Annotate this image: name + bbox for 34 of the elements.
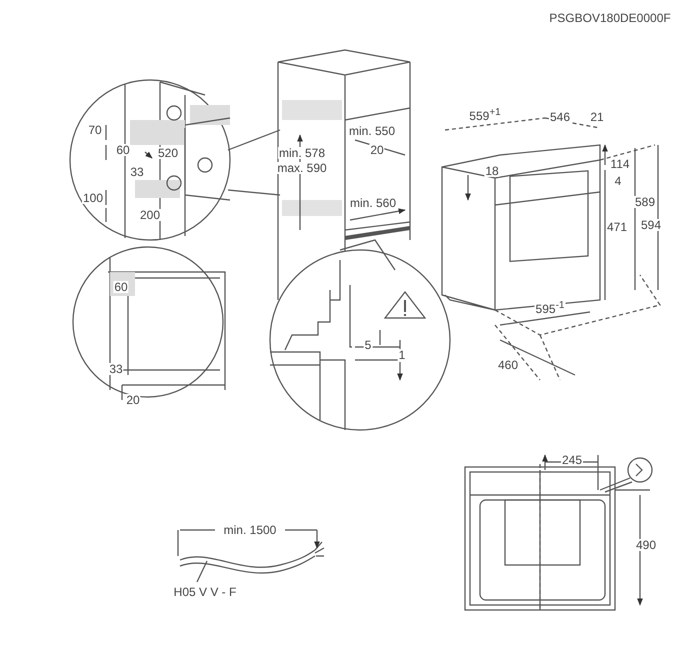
dimension-label: 60 [113,281,129,293]
document-code: PSGBOV180DE0000F [548,12,672,24]
dimension-label: 60 [115,144,131,156]
dimension-label: 100 [82,192,104,204]
dimension-label: 471 [606,221,628,233]
dimension-label: 594 [640,219,662,231]
dimension-label: 4 [614,175,622,187]
dimension-label: 1 [398,349,406,361]
dimension-label: 546 [548,111,572,123]
dimension-label: 20 [369,144,385,156]
leader-line [196,560,208,582]
dimension-label: 200 [138,209,162,221]
dimension-label: 595$^{-1}$ [534,301,566,315]
cable-drawing [179,541,325,574]
dimension-label: 460 [496,359,520,371]
cable-type-label: H05 V V - F [172,586,238,598]
dimension-label: min. 550 [348,125,396,137]
dimension-label: max. 590 [276,162,328,174]
dimension-label: 520 [156,147,180,159]
dimension-label: 33 [129,166,145,178]
dimension-label: 5 [364,339,372,351]
dimension-label: 589 [634,196,656,208]
dimension-label: 490 [634,539,658,551]
dimension-label: 20 [125,394,141,406]
dimension-label: 114 [609,158,631,170]
dimension-label: 245 [560,454,584,466]
dimension-label: 18 [484,165,500,177]
dimension-label: min. 1500 [222,524,278,536]
dimension-label: min. 560 [348,197,398,209]
dimension-label: 559$^{+1}$ [468,108,502,122]
dimension-label: 21 [589,111,605,123]
dimension-label: min. 578 [278,147,326,159]
dimension-label: 70 [87,124,103,136]
dimension-label: 33 [108,363,124,375]
